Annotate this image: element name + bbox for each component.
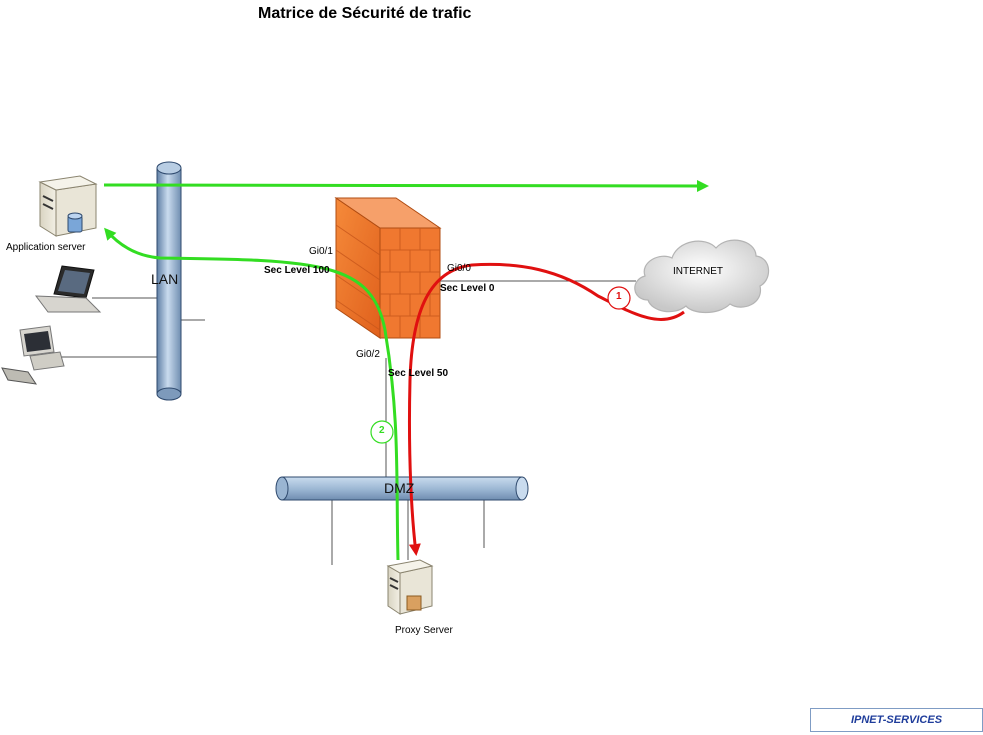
internet-label: INTERNET — [673, 266, 723, 277]
proxy-server-icon — [386, 559, 434, 615]
flow-1-number: 1 — [616, 291, 622, 302]
lan-bus — [156, 161, 182, 401]
connection-lines — [60, 280, 636, 565]
firewall-icon — [334, 197, 442, 339]
dmz-bus — [275, 476, 529, 501]
application-server-icon — [38, 175, 98, 237]
interface-gi0-0: Gi0/0 — [447, 263, 471, 274]
interface-gi0-2: Gi0/2 — [356, 349, 380, 360]
flow-2-proxy-to-app — [104, 227, 400, 561]
internet-cloud-icon — [634, 239, 770, 314]
sec-level-100: Sec Level 100 — [264, 265, 330, 276]
interface-gi0-1: Gi0/1 — [309, 246, 333, 257]
flow-2-number: 2 — [379, 425, 385, 436]
flow-1-internet-to-proxy — [407, 262, 685, 556]
dmz-label: DMZ — [384, 480, 415, 496]
flow-1-marker — [607, 286, 631, 310]
flow-2-marker — [370, 420, 394, 444]
footer-badge: IPNET-SERVICES — [810, 708, 983, 732]
sec-level-0: Sec Level 0 — [440, 283, 495, 294]
sec-level-50: Sec Level 50 — [388, 368, 449, 379]
lan-label: LAN — [151, 271, 179, 287]
proxy-server-label: Proxy Server — [395, 625, 453, 636]
flow-app-to-internet — [103, 179, 709, 192]
page-title: Matrice de Sécurité de trafic — [258, 5, 472, 22]
desktop-computer-icon — [1, 325, 65, 385]
laptop-icon — [34, 265, 102, 313]
application-server-label: Application server — [6, 242, 86, 253]
